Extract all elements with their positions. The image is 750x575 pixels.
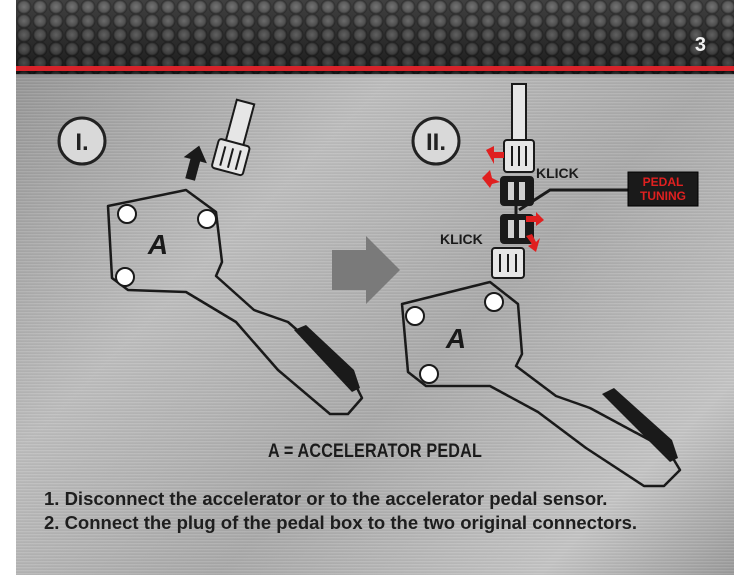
original-connector-bottom xyxy=(491,247,525,279)
device-label-line1: PEDAL xyxy=(643,175,684,189)
instruction-step-2: 2. Connect the plug of the pedal box to … xyxy=(44,512,638,533)
pedal-tuning-cable xyxy=(514,188,628,214)
header-hex-pattern xyxy=(16,0,734,74)
arrow-red-icon xyxy=(482,146,544,252)
manual-page: 3 I. A xyxy=(16,0,734,575)
pedal-tuning-box: PEDAL TUNING xyxy=(627,171,699,207)
red-line-shadow xyxy=(16,71,734,77)
legend-caption: A = ACCELERATOR PEDAL xyxy=(268,441,482,462)
red-accent-line xyxy=(16,66,734,71)
installation-diagram: I. A II. xyxy=(57,83,699,488)
accelerator-pedal-right: A xyxy=(400,280,682,488)
klick-label-top: KLICK xyxy=(536,165,579,181)
instruction-list: 1. Disconnect the accelerator or to the … xyxy=(44,487,724,535)
step-1-badge: I. xyxy=(57,116,107,166)
step-2-badge: II. xyxy=(411,116,461,166)
klick-label-bottom: KLICK xyxy=(440,231,483,247)
device-label-line2: TUNING xyxy=(640,189,686,203)
arrow-right-icon xyxy=(332,236,400,304)
arrow-up-icon xyxy=(183,145,207,181)
original-connector-top xyxy=(503,83,535,173)
pedal-letter-right: A xyxy=(445,323,466,354)
pedal-box-plug-bottom xyxy=(500,214,534,244)
pedal-box-plug-top xyxy=(500,176,534,206)
step-1-label: I. xyxy=(75,129,88,156)
step-2-label: II. xyxy=(426,129,446,156)
pedal-letter-left: A xyxy=(147,229,168,260)
accelerator-pedal-left: A xyxy=(106,188,364,416)
connector-unplugged xyxy=(211,98,256,177)
instruction-step-1: 1. Disconnect the accelerator or to the … xyxy=(44,488,608,509)
header-shade xyxy=(16,0,734,74)
page-number: 3 xyxy=(694,34,706,56)
